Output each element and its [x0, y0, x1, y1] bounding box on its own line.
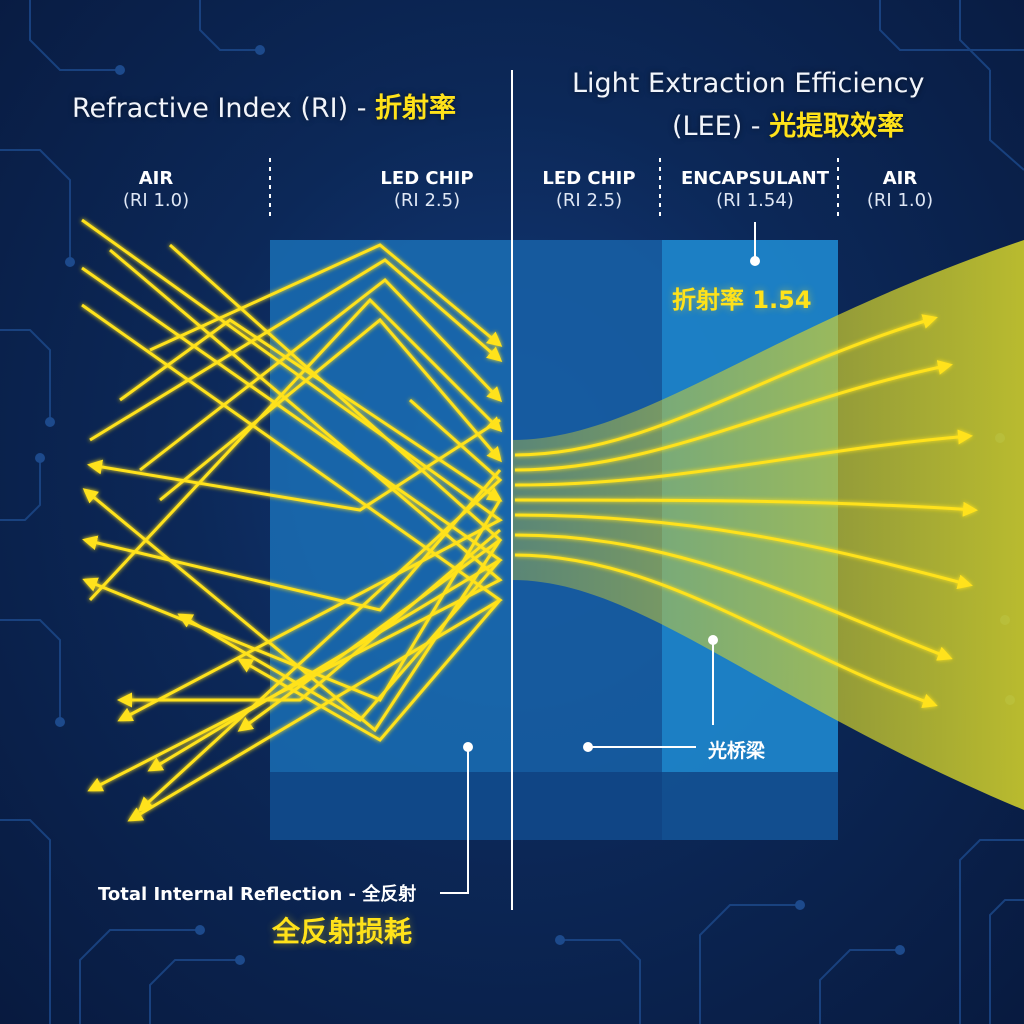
title-lee-line2: (LEE) - 光提取效率 — [672, 104, 904, 143]
column-ri: (RI 1.0) — [866, 190, 934, 211]
column-name: LED CHIP — [380, 168, 474, 189]
column-label-air-right: AIR (RI 1.0) — [850, 168, 950, 212]
column-ri: (RI 2.5) — [393, 190, 461, 211]
callout-leaders — [440, 222, 760, 894]
encapsulant-ri-callout: 折射率 1.54 — [672, 286, 812, 314]
light-bridge-callout: 光桥梁 — [708, 740, 766, 762]
title-lee-line1: Light Extraction Efficiency — [572, 68, 925, 99]
light-extraction-beam — [512, 240, 1024, 810]
column-label-air-left: AIR (RI 1.0) — [96, 168, 216, 212]
tir-rays — [81, 218, 503, 822]
column-ri: (RI 2.5) — [555, 190, 623, 211]
column-name: AIR — [138, 168, 174, 189]
column-name: LED CHIP — [542, 168, 636, 189]
column-label-encapsulant: ENCAPSULANT (RI 1.54) — [672, 168, 838, 212]
column-ri: (RI 1.0) — [122, 190, 190, 211]
title-right-en: (LEE) - — [672, 111, 770, 142]
title-right-cn: 光提取效率 — [769, 111, 905, 142]
column-name: ENCAPSULANT — [680, 168, 830, 189]
tir-loss-label: 全反射损耗 — [272, 915, 413, 948]
column-label-led-chip-left: LED CHIP (RI 2.5) — [362, 168, 492, 212]
extracted-rays — [514, 314, 978, 709]
substrate-band — [270, 772, 838, 840]
column-label-led-chip-right: LED CHIP (RI 2.5) — [524, 168, 654, 212]
title-refractive-index: Refractive Index (RI) - 折射率 — [72, 86, 456, 125]
tir-label: Total Internal Reflection - 全反射 — [98, 884, 417, 905]
column-name: AIR — [882, 168, 918, 189]
title-left-en: Refractive Index (RI) - — [72, 93, 376, 124]
title-left-cn: 折射率 — [375, 93, 457, 124]
column-ri: (RI 1.54) — [716, 190, 794, 211]
